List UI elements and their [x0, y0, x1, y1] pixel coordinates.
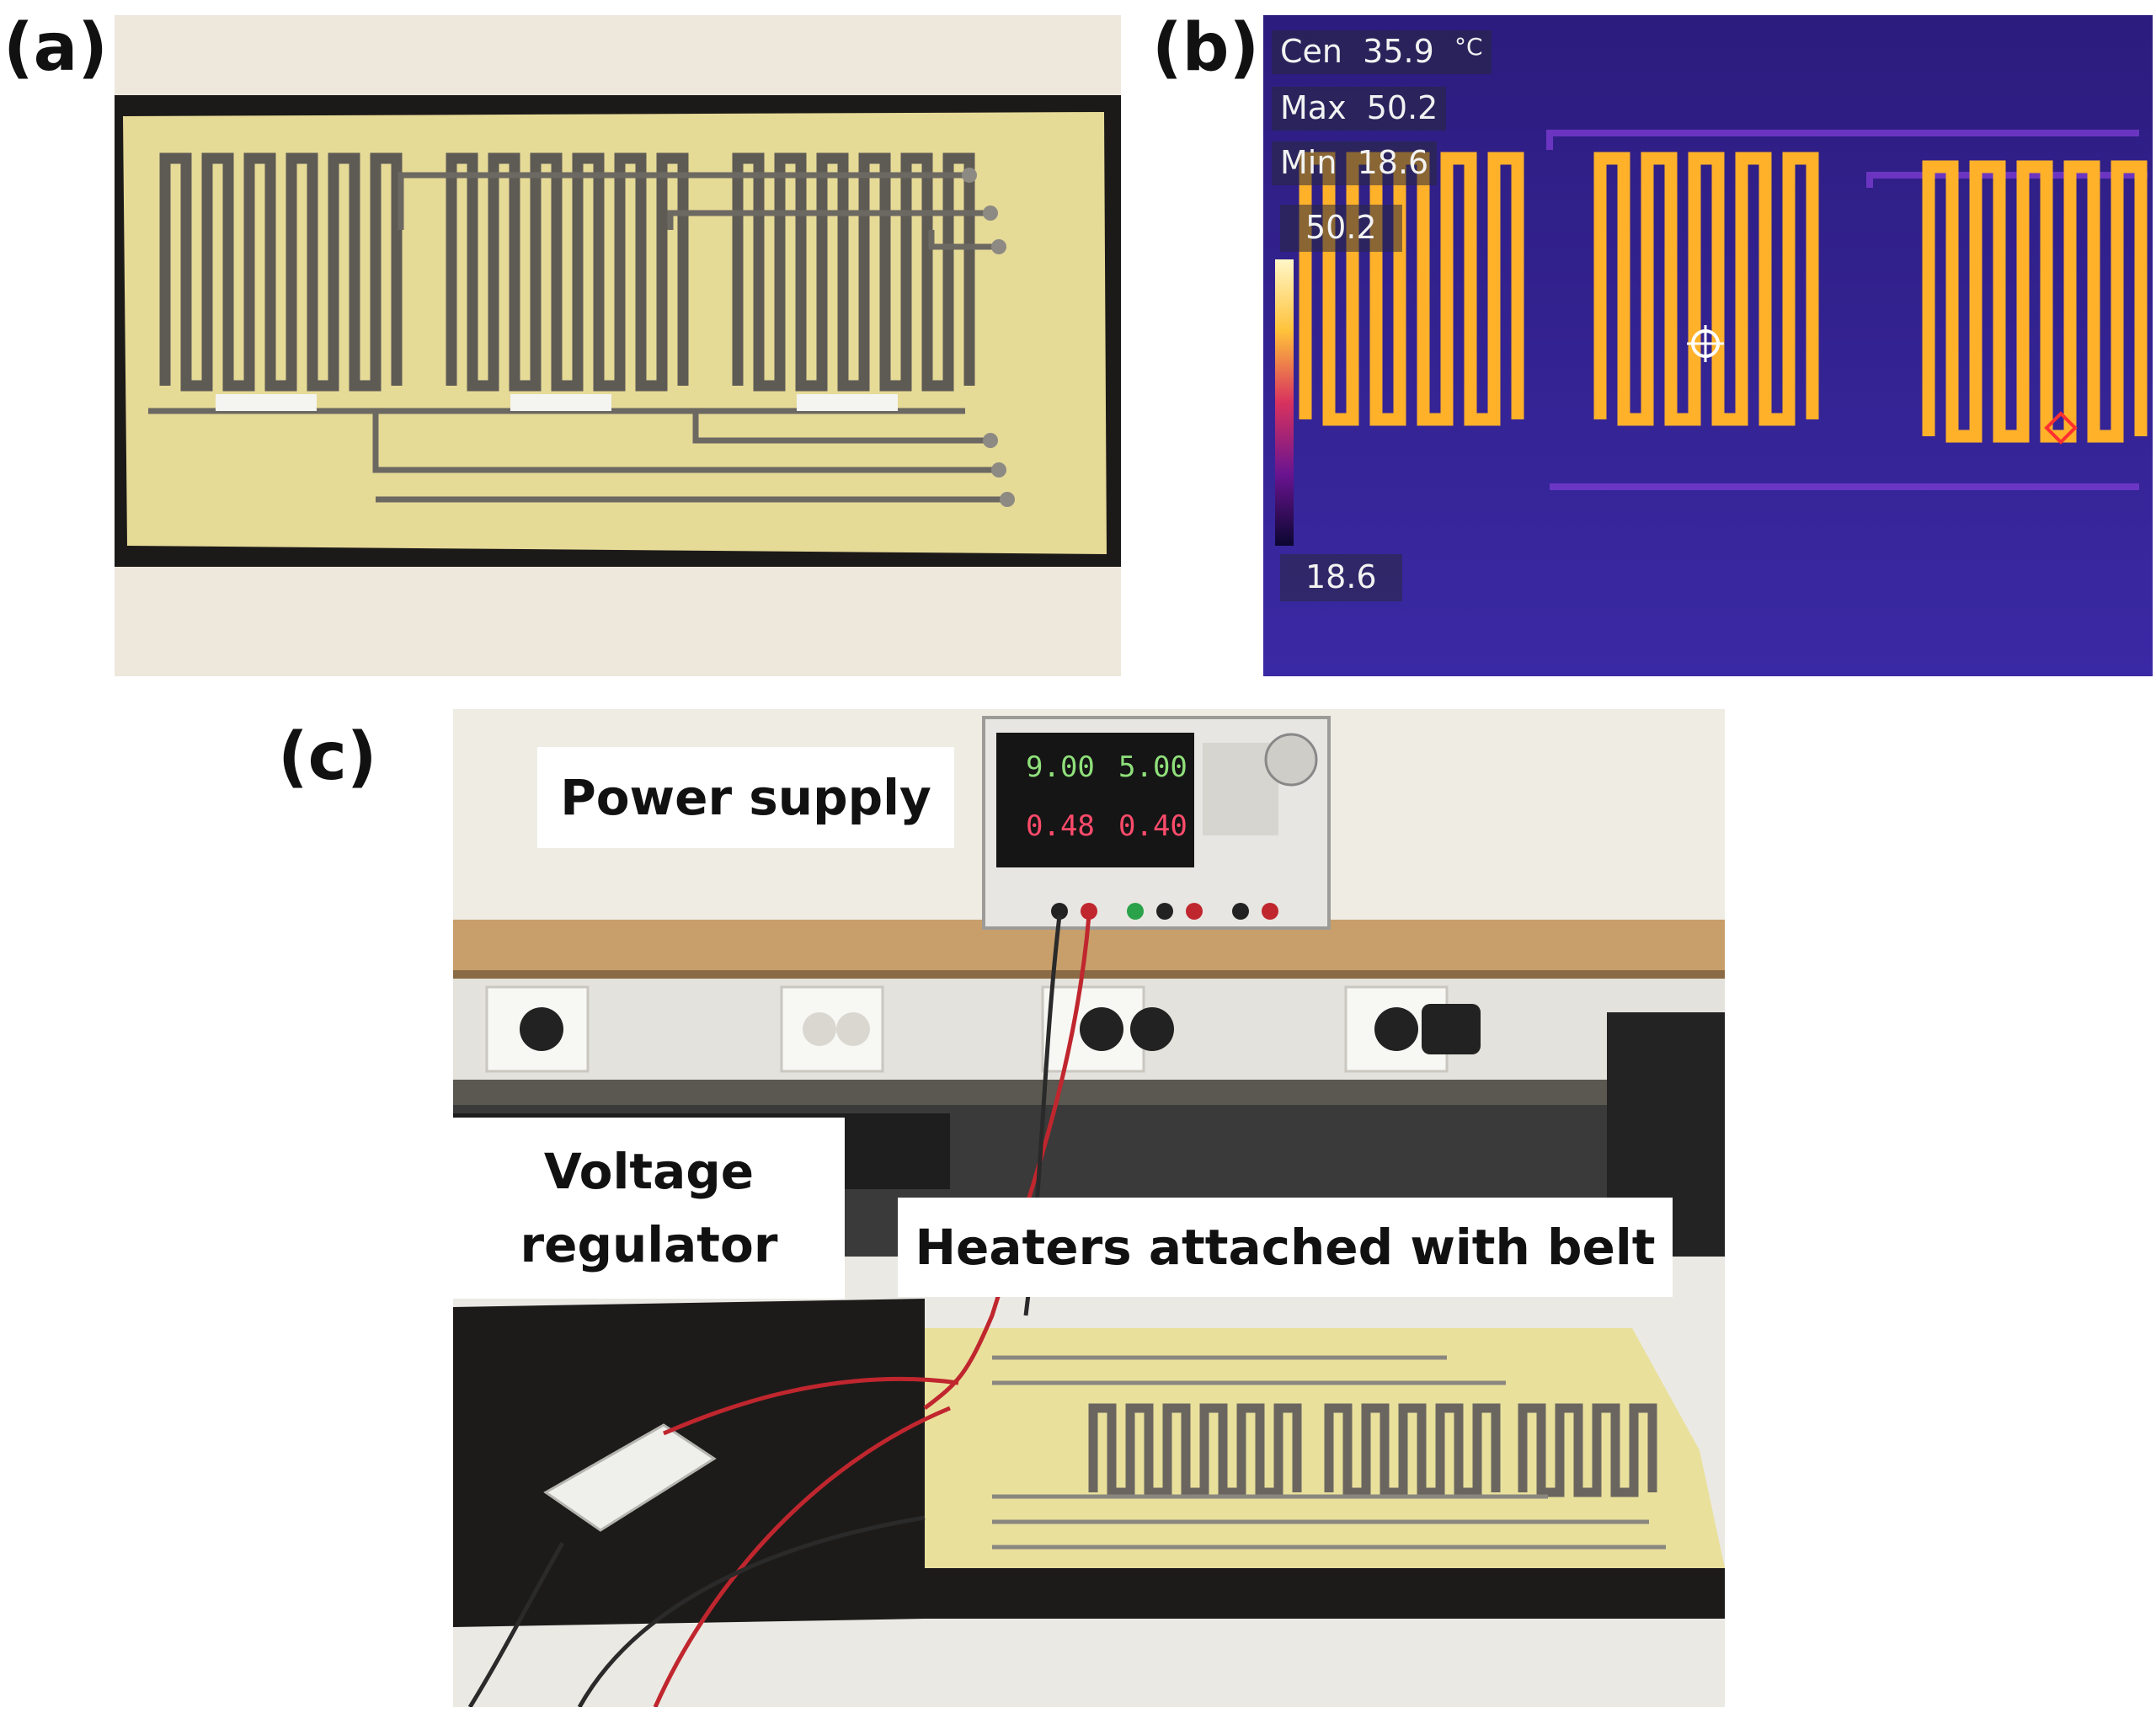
setup-photo: 9.00 5.00 0.48 0.40 Power supply Voltage… [453, 709, 1725, 1707]
temp-unit: °C [1454, 33, 1483, 61]
scale-max-label: 50.2 [1280, 205, 1402, 252]
cen-label: Cen [1280, 33, 1342, 70]
fabric-heater-photo [115, 15, 1121, 676]
scale-min-label: 18.6 [1280, 554, 1402, 601]
max-temp-readout: Max 50.2 [1272, 87, 1447, 131]
panel-label-a: (a) [3, 10, 108, 86]
heaters-label: Heaters attached with belt [915, 1219, 1656, 1276]
cen-value: 35.9 [1363, 33, 1434, 70]
voltage-regulator-line2: regulator [520, 1215, 778, 1273]
min-temp-readout: Min 18.6 [1272, 141, 1438, 185]
center-temp-readout: Cen 35.9 °C [1272, 30, 1492, 74]
display-voltage-2: 5.00 [1118, 750, 1187, 784]
max-value: 50.2 [1366, 89, 1438, 126]
display-current-1: 0.48 [1026, 809, 1095, 843]
voltage-regulator-line1: Voltage [543, 1142, 755, 1200]
min-label: Min [1280, 144, 1337, 181]
min-value: 18.6 [1357, 144, 1429, 181]
thermal-image: Cen 35.9 °C Max 50.2 Min 18.6 50.2 18.6 [1263, 15, 2153, 676]
display-voltage-1: 9.00 [1026, 750, 1095, 784]
power-supply-callout: Power supply [537, 747, 954, 848]
display-current-2: 0.40 [1118, 809, 1187, 843]
panel-label-c: (c) [278, 719, 377, 795]
heaters-callout: Heaters attached with belt [898, 1198, 1673, 1297]
panel-label-b: (b) [1152, 10, 1260, 86]
voltage-regulator-callout: Voltage regulator [453, 1118, 845, 1299]
power-supply-label: Power supply [560, 769, 931, 826]
max-label: Max [1280, 89, 1347, 126]
